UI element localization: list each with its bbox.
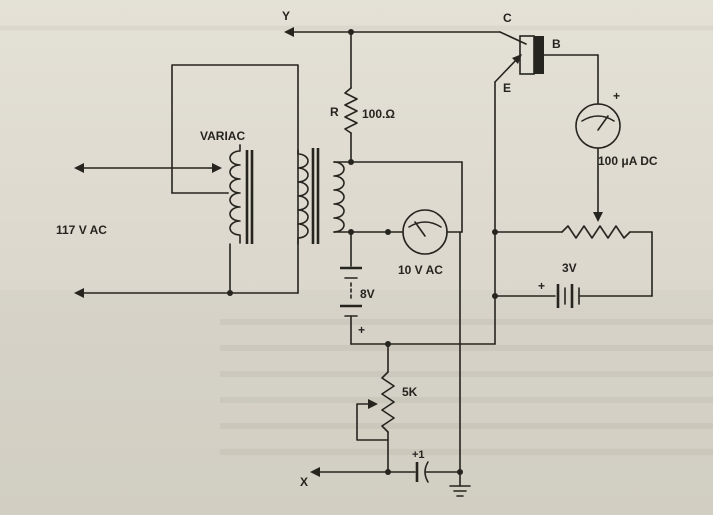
primary-coil: [297, 149, 309, 245]
label-line-voltage: 117 V AC: [56, 223, 107, 237]
resistor-r: [344, 87, 358, 134]
label-3v: 3V: [562, 261, 577, 275]
variac-coil: [229, 144, 241, 244]
label-8v-plus: +: [358, 323, 365, 337]
battery-3v: [492, 284, 653, 308]
label-x: X: [300, 475, 308, 489]
variac-transformer: [74, 64, 299, 298]
isolation-transformer: [297, 148, 345, 245]
label-base: B: [552, 37, 561, 51]
label-meter-plus: +: [613, 89, 620, 103]
potentiometer-5k: [356, 341, 395, 475]
secondary-coil: [333, 161, 345, 233]
pot-wiper-arrow-icon: [593, 212, 603, 222]
label-y: Y: [282, 9, 290, 23]
label-emitter: E: [503, 81, 511, 95]
arrow-left-icon: [284, 27, 294, 37]
arrow-left-icon: [74, 288, 84, 298]
label-microammeter: 100 μA DC: [598, 154, 658, 168]
capacitor: [415, 461, 461, 483]
microammeter: [575, 103, 621, 222]
label-variac: VARIAC: [200, 129, 245, 143]
label-resistor-value: 100.Ω: [362, 107, 395, 121]
potentiometer-top: [561, 225, 631, 239]
label-capacitor: +1: [412, 449, 425, 461]
label-3v-plus: +: [538, 279, 545, 293]
label-8v: 8V: [360, 287, 375, 301]
ground-icon: [449, 485, 471, 497]
label-voltmeter: 10 V AC: [398, 263, 443, 277]
arrow-left-icon: [74, 163, 84, 173]
arrow-left-icon: [310, 467, 320, 477]
label-collector: C: [503, 11, 512, 25]
label-resistor: R: [330, 105, 339, 119]
ac-voltmeter: [387, 209, 463, 255]
background-bleed-text: [0, 25, 713, 515]
battery-8v: [340, 266, 362, 345]
wiper-arrow-icon: [212, 163, 222, 173]
label-5k: 5K: [402, 385, 418, 399]
transistor: [519, 35, 599, 105]
